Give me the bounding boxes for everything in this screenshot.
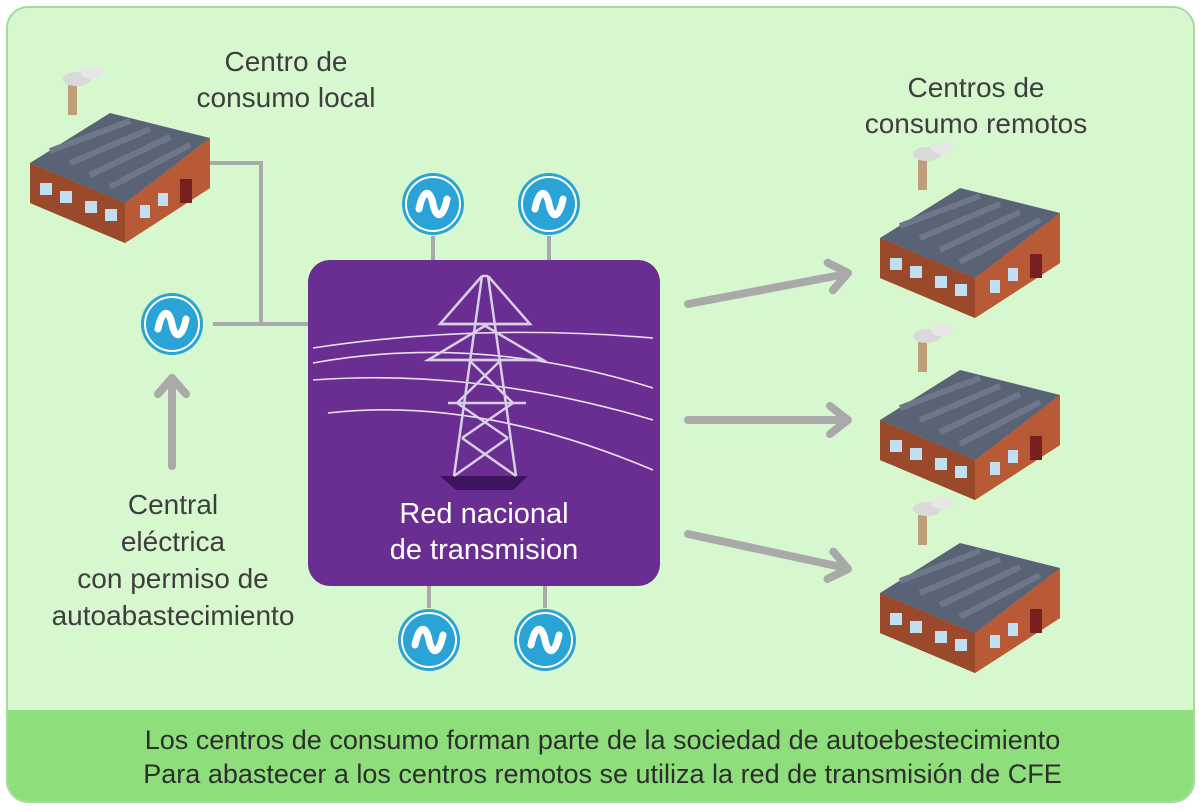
footer-caption: Los centros de consumo forman parte de l… — [8, 710, 1193, 801]
generator-top-right-icon — [518, 173, 580, 235]
generator-bottom-right-icon — [514, 609, 576, 671]
footer-line-2: Para abastecer a los centros remotos se … — [143, 759, 1062, 789]
power-plant-label: Central eléctrica con permiso de autoaba… — [51, 489, 295, 631]
plant-arrow — [154, 374, 190, 470]
transmission-grid-label: Red nacional de transmision — [389, 498, 579, 566]
diagram-canvas — [8, 8, 1195, 708]
factory-remote-2-icon — [880, 324, 1060, 500]
generator-bottom-left-icon — [398, 609, 460, 671]
factory-remote-1-icon — [880, 142, 1060, 318]
generator-top-left-icon — [402, 173, 464, 235]
diagram-card: Centro de consumo local Centros de consu… — [6, 6, 1195, 803]
connector-lines — [208, 161, 551, 608]
remote-arrows — [684, 270, 850, 572]
generator-plant-icon — [141, 293, 203, 355]
remote-centers-label: Centros de consumo remotos — [864, 72, 1088, 139]
factory-remote-3-icon — [880, 497, 1060, 673]
local-center-label: Centro de consumo local — [196, 46, 376, 113]
transmission-tower-icon — [312, 274, 654, 490]
footer-line-1: Los centros de consumo forman parte de l… — [144, 725, 1061, 755]
